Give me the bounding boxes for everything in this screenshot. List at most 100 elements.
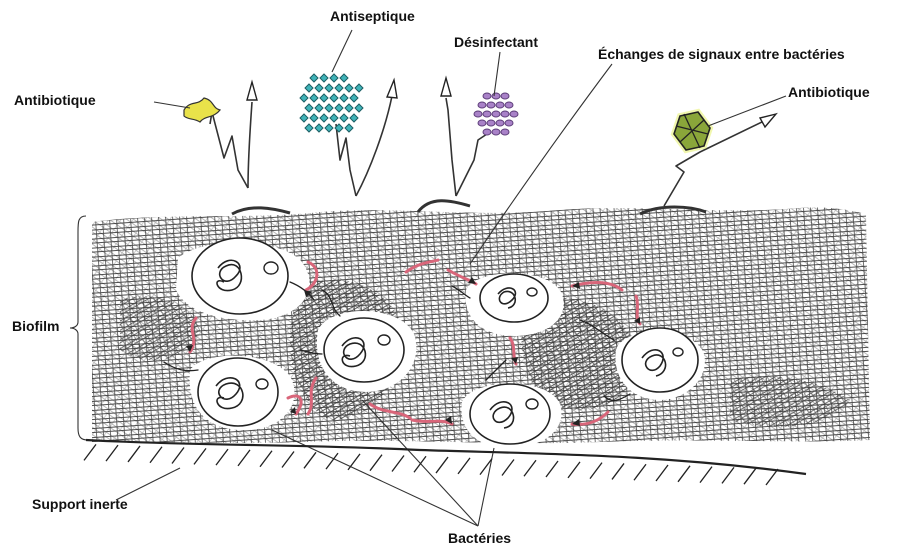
support-hatch-line [524, 460, 536, 476]
molecule-particle [483, 93, 491, 99]
molecule-particle [487, 102, 495, 108]
molecule-particle [501, 111, 509, 117]
support-hatch-line [766, 469, 778, 485]
molecule-particle [496, 120, 504, 126]
antiseptic-cluster-icon [300, 74, 363, 132]
label-support-inerte: Support inerte [32, 496, 128, 512]
molecule-particle [300, 94, 308, 102]
support-hatch-line [700, 467, 712, 483]
molecule-particle [325, 84, 333, 92]
bacterium [324, 318, 404, 382]
molecule-particle [310, 94, 318, 102]
support-hatch-line [502, 459, 514, 475]
molecule-particle [310, 114, 318, 122]
label-antibiotique-right: Antibiotique [788, 84, 870, 100]
support-hatch-line [458, 458, 470, 474]
label-echanges-signaux: Échanges de signaux entre bactéries [598, 46, 845, 62]
disinfectant-cluster-icon [474, 93, 518, 135]
bacterium [622, 328, 698, 392]
antibiotic-hexagon-icon [674, 112, 710, 150]
label-antiseptique: Antiseptique [330, 8, 415, 24]
molecule-particle [355, 84, 363, 92]
molecule-particle [315, 104, 323, 112]
molecule-particle [483, 129, 491, 135]
molecule-particle [501, 129, 509, 135]
support-hatch-line [150, 447, 162, 463]
bacterium [480, 274, 548, 322]
antibiotic-blob-icon [184, 98, 220, 122]
molecule-particle [487, 120, 495, 126]
support-hatch-line [216, 449, 228, 465]
molecule-particle [340, 114, 348, 122]
molecule-particle [345, 124, 353, 132]
molecule-particle [340, 94, 348, 102]
support-hatch-line [656, 465, 668, 481]
molecule-particle [310, 74, 318, 82]
support-hatch-line [106, 445, 118, 461]
molecule-particle [305, 124, 313, 132]
support-hatch-line [590, 463, 602, 479]
label-biofilm: Biofilm [12, 318, 59, 334]
molecule-particle [335, 84, 343, 92]
support-hatch-line [634, 464, 646, 480]
molecule-particle [478, 120, 486, 126]
molecule-particle [505, 120, 513, 126]
support-hatch-line [304, 452, 316, 468]
label-antibiotique-left: Antibiotique [14, 92, 96, 108]
support-hatch-line [744, 468, 756, 484]
support-hatch-line [568, 462, 580, 478]
molecule-particle [330, 94, 338, 102]
molecule-particle [330, 114, 338, 122]
support-hatch-line [128, 446, 140, 462]
molecule-particle [320, 94, 328, 102]
inert-support [84, 440, 806, 485]
molecule-particle [305, 84, 313, 92]
bacterium [192, 238, 288, 314]
bacterium [470, 384, 550, 444]
support-hatch-line [194, 448, 206, 464]
support-hatch-line [546, 461, 558, 477]
label-bacteries: Bactéries [448, 530, 511, 546]
molecule-particle [505, 102, 513, 108]
molecule-particle [474, 111, 482, 117]
label-desinfectant: Désinfectant [454, 34, 538, 50]
molecule-particle [496, 102, 504, 108]
molecule-particle [320, 74, 328, 82]
molecule-particle [355, 104, 363, 112]
support-hatch-line [238, 450, 250, 466]
molecule-particle [345, 104, 353, 112]
molecule-particle [330, 74, 338, 82]
support-hatch-line [282, 452, 294, 468]
molecule-particle [483, 111, 491, 117]
molecule-particle [492, 93, 500, 99]
support-hatch-line [84, 444, 96, 460]
molecule-particle [320, 114, 328, 122]
molecule-particle [350, 114, 358, 122]
molecule-particle [315, 124, 323, 132]
molecule-particle [340, 74, 348, 82]
support-hatch-line [612, 463, 624, 479]
support-hatch-line [370, 455, 382, 471]
molecule-particle [335, 104, 343, 112]
molecule-particle [300, 114, 308, 122]
bacterium [198, 358, 278, 426]
support-hatch-line [678, 466, 690, 482]
molecule-particle [492, 129, 500, 135]
support-hatch-line [348, 454, 360, 470]
molecule-particle [478, 102, 486, 108]
molecule-particle [325, 124, 333, 132]
molecule-particle [492, 111, 500, 117]
support-hatch-line [392, 455, 404, 471]
molecule-particle [510, 111, 518, 117]
molecule-particle [325, 104, 333, 112]
support-hatch-line [436, 457, 448, 473]
molecule-particle [315, 84, 323, 92]
molecule-particle [305, 104, 313, 112]
molecule-particle [350, 94, 358, 102]
molecule-particle [501, 93, 509, 99]
molecule-particle [345, 84, 353, 92]
support-hatch-line [722, 467, 734, 483]
support-hatch-line [260, 451, 272, 467]
